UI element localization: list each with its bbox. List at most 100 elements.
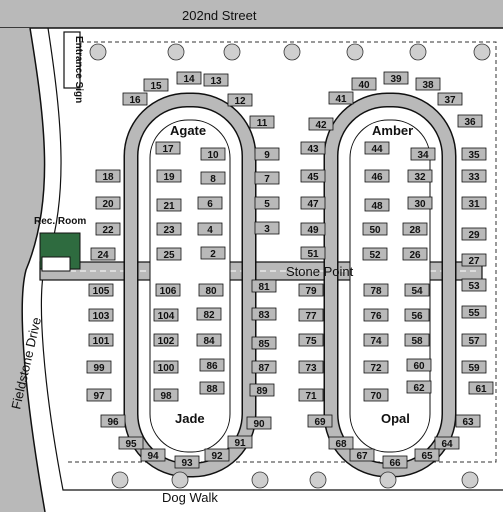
lot-number: 67: [356, 451, 368, 462]
lot-23: 23: [156, 222, 182, 236]
lot-pad: [437, 92, 463, 106]
lot-91: 91: [227, 435, 253, 449]
lot-number: 83: [258, 310, 270, 321]
lot-pad: [140, 448, 166, 462]
lot-72: 72: [363, 360, 389, 374]
lot-34: 34: [410, 147, 436, 161]
lot-89: 89: [249, 383, 275, 397]
lot-99: 99: [86, 360, 112, 374]
lot-pad: [402, 222, 428, 236]
lot-41: 41: [328, 91, 354, 105]
lot-66: 66: [382, 455, 408, 469]
lot-number: 58: [411, 336, 423, 347]
lot-27: 27: [461, 253, 487, 267]
lot-pad: [362, 222, 388, 236]
lot-number: 59: [468, 363, 480, 374]
lot-50: 50: [362, 222, 388, 236]
lot-57: 57: [461, 333, 487, 347]
lot-35: 35: [461, 147, 487, 161]
lot-number: 6: [207, 199, 213, 210]
lot-number: 75: [305, 336, 317, 347]
lot-number: 10: [207, 150, 219, 161]
lot-pad: [407, 196, 433, 210]
lot-number: 11: [257, 118, 268, 129]
lot-pad: [307, 414, 333, 428]
lot-pad: [153, 333, 179, 347]
lot-number: 73: [305, 363, 317, 374]
lot-number: 74: [370, 336, 382, 347]
lot-84: 84: [196, 333, 222, 347]
lot-number: 100: [158, 363, 175, 374]
lot-number: 91: [234, 438, 246, 449]
lot-13: 13: [203, 73, 229, 87]
lot-pad: [382, 455, 408, 469]
lot-63: 63: [455, 414, 481, 428]
lot-10: 10: [200, 147, 226, 161]
lot-12: 12: [227, 93, 253, 107]
lot-46: 46: [364, 169, 390, 183]
lot-number: 85: [258, 339, 270, 350]
tree-icon: [223, 43, 241, 61]
lot-number: 82: [203, 310, 215, 321]
lot-number: 104: [158, 311, 175, 322]
tree-icon: [379, 471, 397, 489]
trees-bottom: [111, 471, 479, 489]
lot-71: 71: [298, 388, 324, 402]
lot-pad: [197, 196, 223, 210]
lot-pad: [363, 388, 389, 402]
lot-93: 93: [174, 455, 200, 469]
tree-icon: [171, 471, 189, 489]
lot-8: 8: [200, 171, 226, 185]
lot-number: 66: [389, 458, 401, 469]
lot-18: 18: [95, 169, 121, 183]
lot-number: 19: [163, 172, 175, 183]
lot-28: 28: [402, 222, 428, 236]
lot-61: 61: [468, 381, 494, 395]
lot-pad: [461, 227, 487, 241]
lot-pad: [461, 169, 487, 183]
lot-5: 5: [254, 196, 280, 210]
lot-pad: [414, 448, 440, 462]
tree-icon: [409, 43, 427, 61]
lot-pad: [204, 448, 230, 462]
loop-label-amber: Amber: [372, 123, 413, 138]
lot-pad: [100, 414, 126, 428]
lot-pad: [349, 448, 375, 462]
lot-75: 75: [298, 333, 324, 347]
lot-47: 47: [300, 196, 326, 210]
lot-number: 80: [205, 286, 217, 297]
lot-6: 6: [197, 196, 223, 210]
lot-54: 54: [404, 283, 430, 297]
lot-number: 36: [464, 117, 476, 128]
lot-65: 65: [414, 448, 440, 462]
lot-87: 87: [251, 360, 277, 374]
lot-number: 33: [468, 172, 480, 183]
lot-101: 101: [88, 333, 114, 347]
entrance-sign-label: Entrance Sign: [73, 36, 84, 103]
lot-102: 102: [153, 333, 179, 347]
lot-number: 30: [414, 199, 426, 210]
lot-number: 92: [211, 451, 223, 462]
lot-number: 89: [256, 386, 268, 397]
lot-number: 72: [370, 363, 382, 374]
lot-number: 84: [203, 336, 215, 347]
lot-42: 42: [308, 117, 334, 131]
lot-number: 79: [305, 286, 317, 297]
lot-number: 51: [307, 249, 319, 260]
lot-pad: [434, 436, 460, 450]
lot-33: 33: [461, 169, 487, 183]
lot-40: 40: [351, 77, 377, 91]
lot-pad: [246, 416, 272, 430]
tree-icon: [251, 471, 269, 489]
lot-pad: [196, 307, 222, 321]
lot-96: 96: [100, 414, 126, 428]
lot-pad: [197, 222, 223, 236]
lot-number: 27: [468, 256, 480, 267]
lot-number: 37: [444, 95, 456, 106]
lot-pad: [363, 333, 389, 347]
lot-number: 96: [107, 417, 119, 428]
lot-82: 82: [196, 307, 222, 321]
lot-number: 105: [93, 286, 110, 297]
